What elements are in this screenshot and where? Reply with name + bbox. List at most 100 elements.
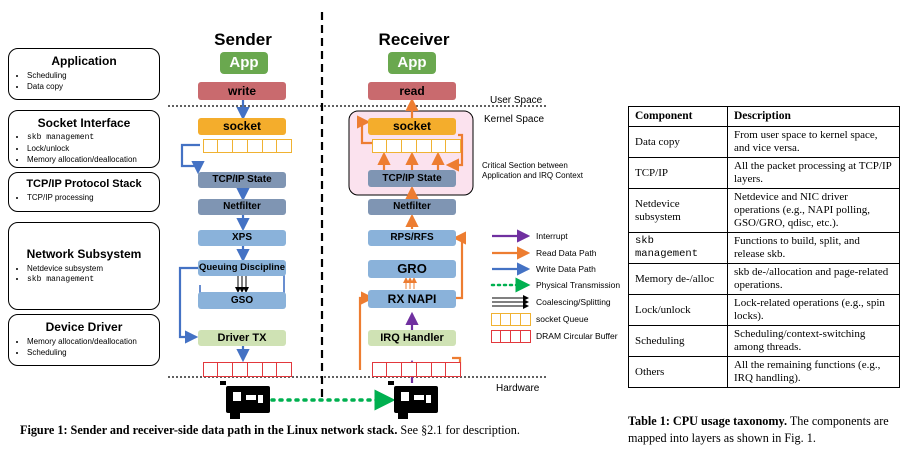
table-cell: skb management: [628, 232, 728, 264]
table-cell: All the packet processing at TCP/IP laye…: [727, 157, 900, 189]
table-cell: Netdevice and NIC driver operations (e.g…: [727, 188, 900, 233]
legend-interrupt-label: Interrupt: [536, 231, 568, 241]
figure-caption: Figure 1: Sender and receiver-side data …: [20, 423, 620, 438]
hardware-label: Hardware: [496, 383, 540, 394]
layer-item: Scheduling: [27, 347, 159, 358]
layer-items: skb management Lock/unlock Memory alloca…: [19, 132, 159, 165]
receiver-socket: socket: [368, 118, 456, 135]
critical-section-label: Critical Section between Application and…: [482, 161, 583, 180]
layer-items: Memory allocation/deallocation Schedulin…: [19, 336, 159, 358]
sender-write: write: [198, 82, 286, 100]
layer-title: Application: [51, 54, 117, 68]
receiver-gro: GRO: [368, 260, 456, 278]
receiver-nic-icon: [388, 381, 438, 419]
sender-socket-queue: [202, 139, 293, 153]
layer-items: Scheduling Data copy: [19, 70, 159, 92]
table-cell: Data copy: [628, 126, 728, 158]
layer-item: Data copy: [27, 81, 159, 92]
table-cell: Memory de-/alloc: [628, 263, 728, 295]
table-cell: Scheduling/context-switching among threa…: [727, 325, 900, 357]
layer-title: TCP/IP Protocol Stack: [26, 178, 142, 190]
table-cell: Netdevice subsystem: [628, 188, 728, 233]
legend-physical-label: Physical Transmission: [536, 280, 621, 290]
layer-item: TCP/IP processing: [27, 192, 159, 203]
receiver-read: read: [368, 82, 456, 100]
layer-network-subsystem: Network Subsystem Netdevice subsystem sk…: [8, 222, 160, 310]
table-cell: Others: [628, 356, 728, 388]
layer-tcpip-stack: TCP/IP Protocol Stack TCP/IP processing: [8, 172, 160, 212]
sender-netfilter: Netfilter: [198, 199, 286, 215]
legend-coalescing-label: Coalescing/Splitting: [536, 297, 611, 307]
layer-items: Netdevice subsystem skb management: [19, 263, 159, 285]
legend-dram-ring-glyph: [490, 330, 531, 343]
legend-read-label: Read Data Path: [536, 248, 597, 258]
table-cell: All the remaining functions (e.g., IRQ h…: [727, 356, 900, 388]
table-cell: TCP/IP: [628, 157, 728, 189]
legend-socket-queue-label: socket Queue: [536, 314, 589, 324]
layer-application: Application Scheduling Data copy: [8, 48, 160, 100]
table-header-row: Component Description: [628, 106, 900, 127]
figure-caption-bold: Figure 1: Sender and receiver-side data …: [20, 423, 398, 437]
table-cell: Functions to build, split, and release s…: [727, 232, 900, 264]
layer-item: Memory allocation/deallocation: [27, 336, 159, 347]
table-cell: Lock/unlock: [628, 294, 728, 326]
table-header: Component: [628, 106, 728, 127]
receiver-heading: Receiver: [378, 30, 450, 49]
layer-title: Socket Interface: [37, 116, 131, 130]
sender-gso: GSO: [198, 292, 286, 309]
legend-socket-queue-glyph: [490, 313, 531, 326]
receiver-app: App: [388, 52, 436, 74]
sender-tcpip-state: TCP/IP State: [198, 172, 286, 188]
table-caption: Table 1: CPU usage taxonomy. The compone…: [628, 413, 906, 447]
layer-item: Netdevice subsystem: [27, 263, 159, 274]
kernel-space-label: Kernel Space: [484, 114, 545, 125]
figure-caption-rest: See §2.1 for description.: [397, 423, 520, 437]
table-cell: skb de-/allocation and page-related oper…: [727, 263, 900, 295]
sender-heading: Sender: [214, 30, 272, 49]
receiver-rx-napi: RX NAPI: [368, 290, 456, 308]
sender-socket: socket: [198, 118, 286, 135]
table-caption-rest: The components are mapped into layers as…: [628, 414, 889, 445]
table-cell: Lock-related operations (e.g., spin lock…: [727, 294, 900, 326]
sender-app: App: [220, 52, 268, 74]
receiver-irq-handler: IRQ Handler: [368, 330, 456, 346]
arrow-qdisc-driver: [178, 266, 200, 344]
layer-title: Device Driver: [45, 320, 123, 334]
layer-item: Memory allocation/deallocation: [27, 154, 159, 165]
receiver-netfilter: Netfilter: [368, 199, 456, 215]
layer-item: Lock/unlock: [27, 143, 159, 154]
sender-driver-tx: Driver TX: [198, 330, 286, 346]
sender-nic-icon: [220, 381, 270, 419]
layer-device-driver: Device Driver Memory allocation/dealloca…: [8, 314, 160, 366]
legend-write-label: Write Data Path: [536, 264, 596, 274]
sender-xps: XPS: [198, 230, 286, 246]
sender-queuing-discipline: Queuing Discipline: [198, 260, 286, 276]
layer-socket-interface: Socket Interface skb management Lock/unl…: [8, 110, 160, 168]
table-header: Description: [727, 106, 900, 127]
layer-title: Network Subsystem: [26, 247, 142, 261]
table-cell: Scheduling: [628, 325, 728, 357]
table-cell: From user space to kernel space, and vic…: [727, 126, 900, 158]
arrow-socket-tcp: [180, 143, 205, 175]
sender-dram-ring: [202, 362, 293, 377]
layer-item: skb management: [27, 274, 159, 285]
receiver-rps-rfs: RPS/RFS: [368, 230, 456, 246]
receiver-dram-ring: [371, 362, 462, 377]
table-caption-bold: Table 1: CPU usage taxonomy.: [628, 414, 788, 428]
legend-dram-ring-label: DRAM Circular Buffer: [536, 331, 618, 341]
layer-items: TCP/IP processing: [19, 192, 159, 203]
receiver-tcpip-state: TCP/IP State: [368, 170, 456, 187]
layer-item: Scheduling: [27, 70, 159, 81]
layer-item: skb management: [27, 132, 159, 143]
receiver-socket-queue: [371, 139, 462, 153]
user-space-label: User Space: [490, 95, 543, 106]
